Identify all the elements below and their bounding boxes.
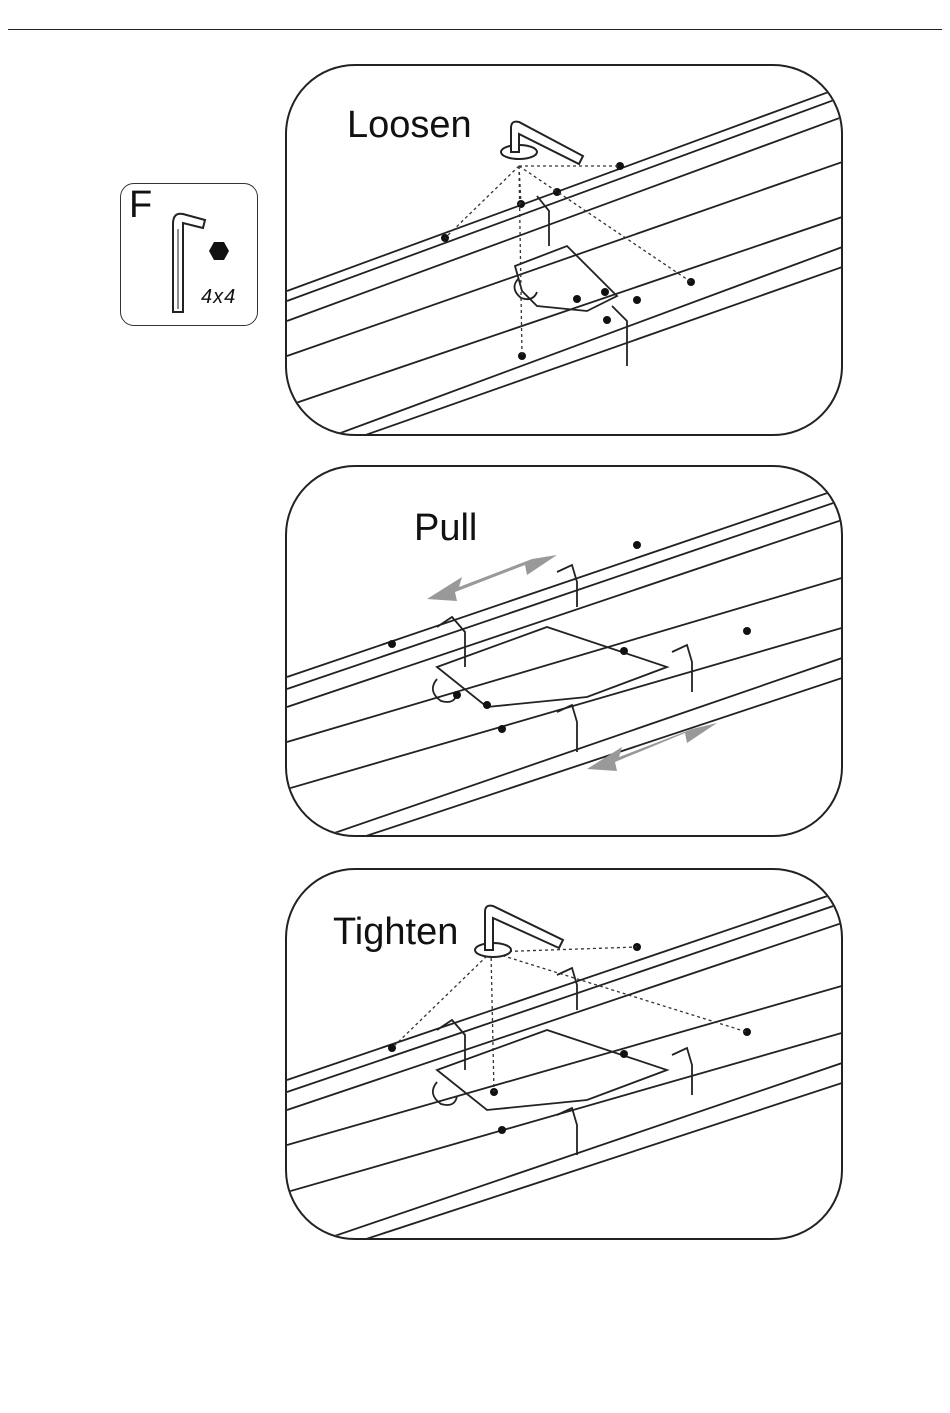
step-label-tighten: Tighten (333, 913, 458, 951)
tool-card: F 4x4 (120, 183, 258, 326)
tool-letter: F (129, 186, 152, 224)
tool-size-label: 4x4 (201, 286, 236, 309)
hex-key-icon (475, 906, 563, 957)
step-label-pull: Pull (414, 509, 477, 547)
hex-key-icon (501, 122, 583, 164)
step-panel-loosen: Loosen (285, 64, 843, 436)
step-panel-pull: Pull (285, 465, 843, 837)
pull-arrow-icon (427, 555, 717, 771)
step-panel-tighten: Tighten (285, 868, 843, 1240)
step-label-loosen: Loosen (347, 106, 472, 144)
top-rule (8, 29, 942, 30)
rail-illustration (287, 467, 843, 837)
